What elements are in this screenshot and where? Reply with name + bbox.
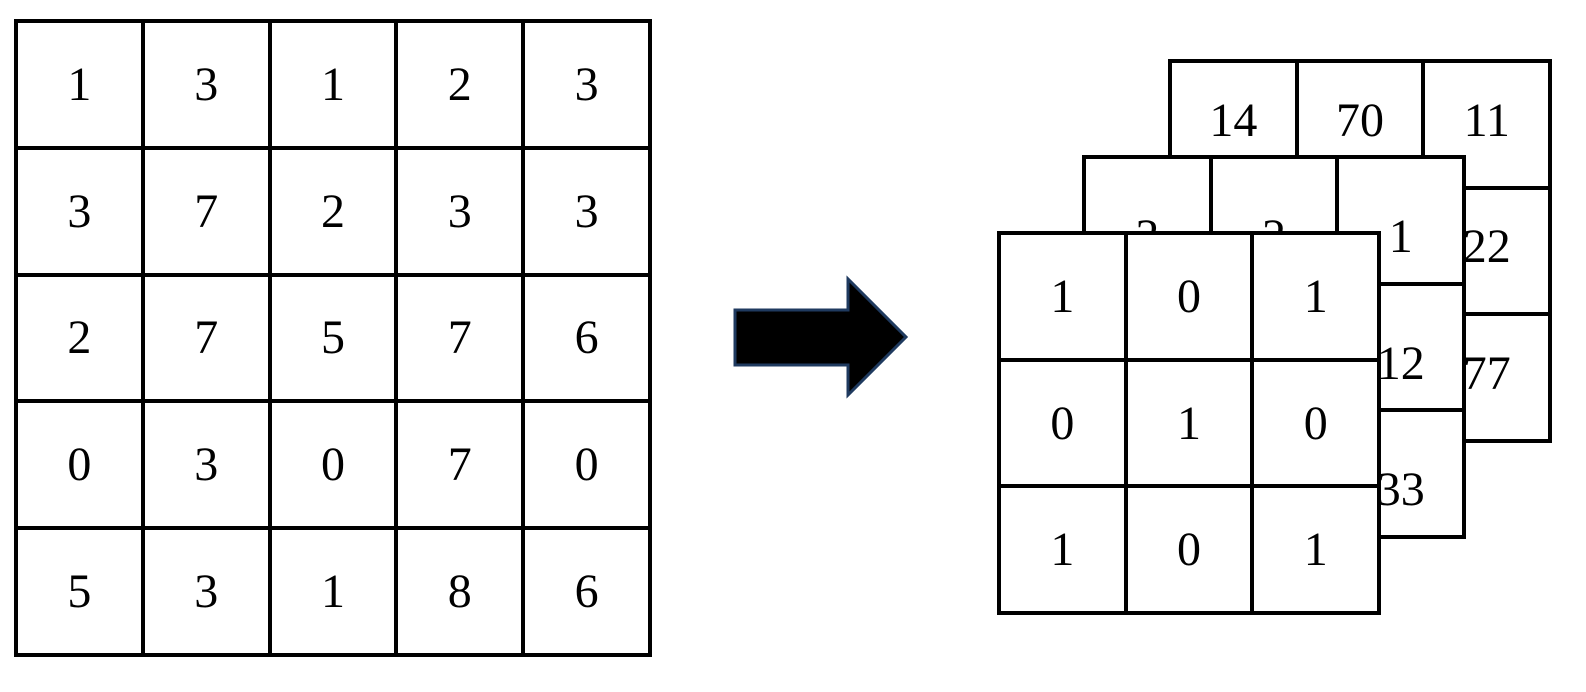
matrix-cell: 1 (271, 23, 399, 150)
matrix-cell: 2 (398, 23, 526, 150)
matrix-cell: 2 (18, 276, 145, 404)
matrix-cell: 0 (1254, 361, 1382, 489)
matrix-cell: 0 (1127, 235, 1255, 362)
matrix-cell: 3 (144, 530, 272, 657)
matrix-cell: 0 (1001, 361, 1128, 489)
matrix-cell: 1 (271, 530, 399, 657)
matrix-cell: 6 (525, 530, 652, 657)
matrix-cell: 1 (1001, 235, 1128, 362)
matrix-cell: 0 (271, 403, 399, 531)
matrix-cell: 6 (525, 276, 652, 404)
matrix-cell: 1 (1127, 361, 1255, 489)
matrix-cell: 0 (1127, 488, 1255, 616)
matrix-cell: 1 (1001, 488, 1128, 616)
matrix-cell: 5 (18, 530, 145, 657)
matrix-cell: 3 (525, 149, 652, 277)
matrix-cell: 7 (144, 149, 272, 277)
matrix-cell: 7 (144, 276, 272, 404)
matrix-cell: 3 (144, 23, 272, 150)
matrix-cell: 1 (18, 23, 145, 150)
matrix-cell: 3 (398, 149, 526, 277)
matrix-cell: 1 (1254, 235, 1382, 362)
right-arrow-icon (733, 275, 909, 399)
matrix-cell: 0 (525, 403, 652, 531)
matrix-cell: 3 (18, 149, 145, 277)
matrix-cell: 0 (18, 403, 145, 531)
matrix-cell: 1 (1254, 488, 1382, 616)
matrix-cell: 3 (144, 403, 272, 531)
matrix-cell: 7 (398, 403, 526, 531)
matrix-cell: 8 (398, 530, 526, 657)
matrix-cell: 3 (525, 23, 652, 150)
matrix-cell: 5 (271, 276, 399, 404)
matrix-cell: 2 (271, 149, 399, 277)
matrix-cell: 7 (398, 276, 526, 404)
